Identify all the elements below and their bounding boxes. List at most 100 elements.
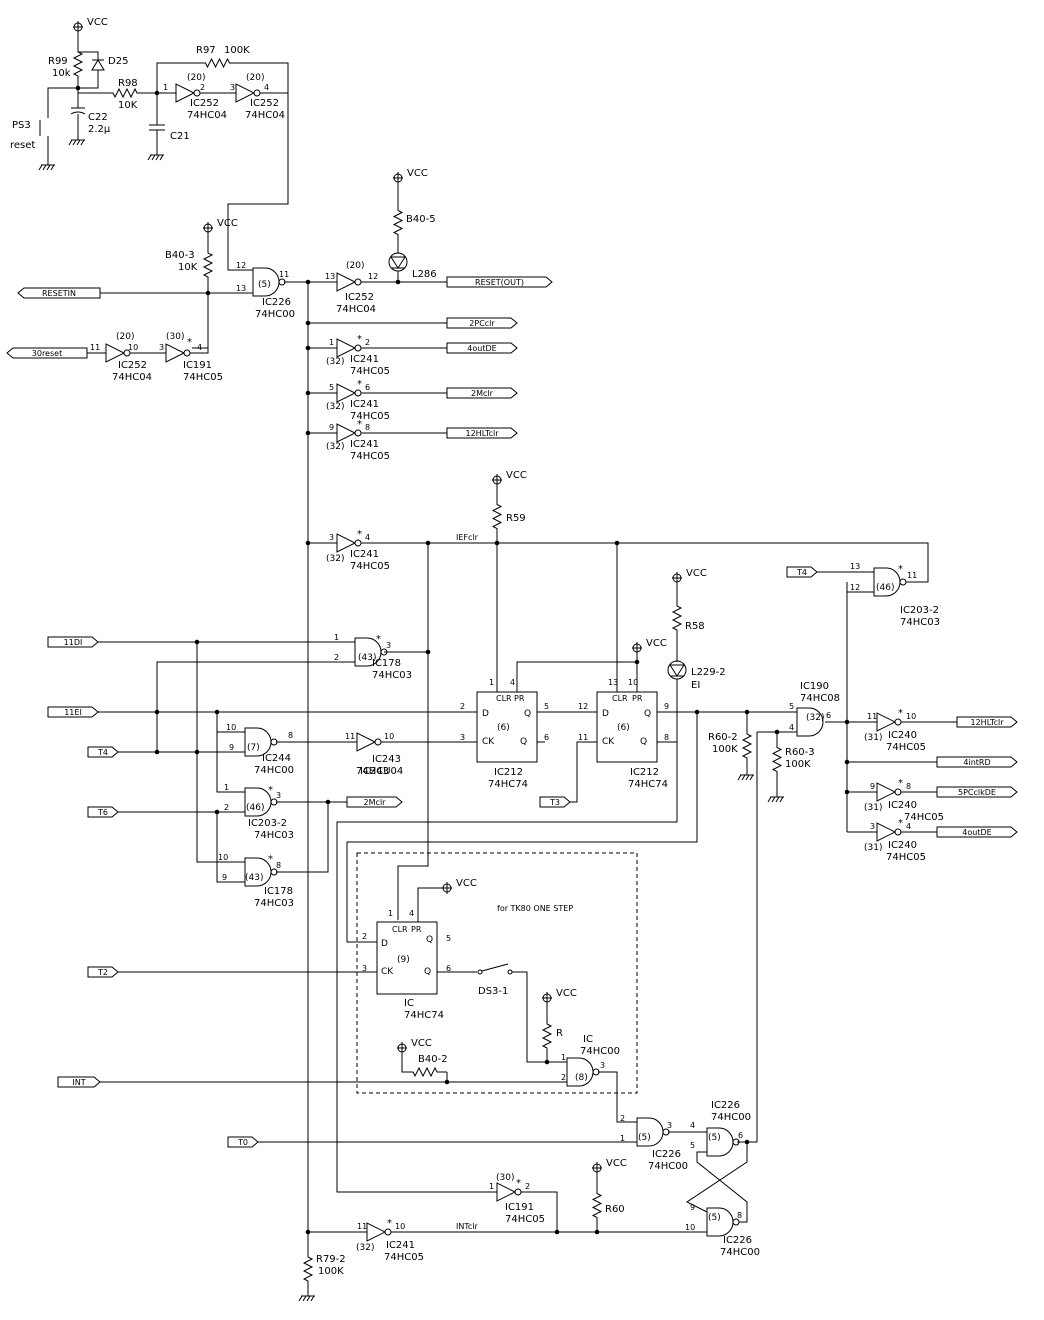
label: (30) [166,332,184,342]
ic240-inv-c [876,822,897,842]
signal-12hltclr [446,427,518,439]
ic252-inv-a [175,83,196,103]
label: (32) [326,442,344,452]
resistor [491,498,503,535]
label: * [376,634,381,645]
label: * [898,564,903,575]
vcc-label: VCC [87,17,108,28]
label: 5 [329,383,334,392]
label: (32) [326,357,344,367]
label: 1 [224,783,229,792]
signal-reset-out [446,276,553,288]
signal-2mclr-b-text: 2Mclr [364,798,387,807]
label: 5 [789,702,794,711]
label: (31) [864,843,882,853]
label: IC243 [360,766,389,777]
signal-t4-text: T4 [97,748,108,757]
label: 74HC00 [254,765,294,776]
wire [521,1191,558,1232]
label: 2 [525,1182,530,1191]
signal-4intrd [936,756,1018,768]
signal-12hltclr-b-text: 12HLTclr [971,718,1005,727]
vcc-label: VCC [556,988,577,999]
one-step-box [356,852,638,1094]
label: IC241 [386,1240,415,1251]
label: 4 [197,343,202,352]
resistor [410,1066,440,1078]
hc05-label: 74HC05 [350,411,390,422]
label: * [187,337,192,348]
r60-2-value: 100K [712,744,738,755]
label: (7) [247,743,260,753]
signal-t4-b [786,566,818,578]
ic252-label-d: IC252 [345,292,374,303]
r60-2-label: R60-2 [708,732,738,743]
label: 8 [906,782,911,791]
resistor [202,245,214,285]
label: 8 [288,731,293,740]
label: Q [424,967,431,977]
label: 11 [357,1222,367,1231]
label: (5) [638,1133,651,1143]
wire [216,812,245,883]
label: 4 [264,83,269,92]
wire [346,712,698,943]
label: 11 [279,270,289,279]
ic241-label: IC241 [350,439,379,450]
label: 1 [388,909,393,918]
ps3-label: PS3 [12,120,31,131]
label: 5 [544,702,549,711]
label: IC240 [888,840,917,851]
wire [512,971,567,1063]
ic212-ff-b [596,691,658,763]
wire [401,1052,410,1073]
label: 1 [489,678,494,687]
hc00-label-a: 74HC00 [255,309,295,320]
label: 9 [664,702,669,711]
r97-value: 100K [224,45,250,56]
label: 6 [738,1131,743,1140]
label: 74HC05 [904,812,944,823]
r98-value: 10K [118,100,138,111]
label: PR [411,925,422,934]
label: 6 [544,733,549,742]
vcc-label: VCC [606,1158,627,1169]
ic191-inv [165,343,186,363]
label: IC240 [888,730,917,741]
label: 10 [906,712,916,721]
signal-t2 [87,966,119,978]
vcc-label: VCC [217,218,238,229]
label: (5) [708,1213,721,1223]
b40-3-value: 10K [178,262,198,273]
resistor [591,1186,603,1225]
label: 74HC08 [800,693,840,704]
ic241-inv [336,383,357,403]
label: (20) [187,73,205,83]
label: PR [632,694,643,703]
label: 3 [460,733,465,742]
wire [227,62,289,271]
label: 9 [870,782,875,791]
bottom-section: T0213(5)IC22674HC0045(5)IC22674HC0069108… [227,1100,760,1302]
label: * [357,529,362,540]
label: * [268,854,273,865]
label: CLR [496,694,512,703]
label: 10 [128,343,138,352]
label: 11 [345,732,355,741]
label: 4 [365,533,370,542]
r99-label: R99 [48,56,68,67]
wire [156,661,355,752]
label: (20) [346,261,364,271]
signal-2mclr [446,387,518,399]
wire [78,70,99,89]
signal-4outde-text: 4outDE [467,344,496,353]
resistor [541,1020,553,1052]
reset-gate-section: VCCB40-310KRESETIN121311(5)IC22674HC0030… [6,168,553,1232]
label: IC178 [264,886,293,897]
label: IC226 [652,1149,681,1160]
label: IC203-2 [900,605,939,616]
r59-label: R59 [506,513,526,524]
label: 6 [446,964,451,973]
signal-4outde [446,342,518,354]
